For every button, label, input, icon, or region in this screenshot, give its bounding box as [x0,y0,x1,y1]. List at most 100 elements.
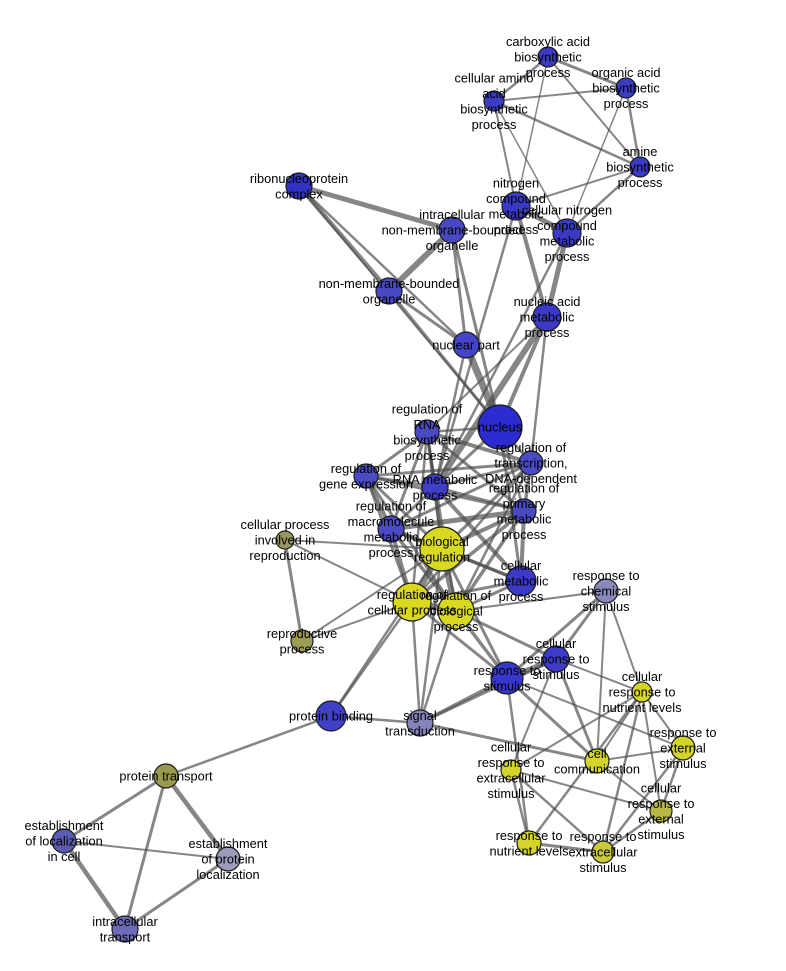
edge-intracellular-organelle-nucleus [450,228,502,429]
edge-nmb-organelle-nucleus [387,289,502,429]
node-reproductive-process[interactable] [290,629,314,653]
edge-carboxylic-nitrogen-compound [515,56,549,207]
edge-resp-chemical-cellular-resp-nutrient [605,590,643,693]
node-intracellular-organelle[interactable] [438,216,466,244]
node-cellular-nitrogen[interactable] [552,218,582,248]
node-amino-acid[interactable] [483,90,505,112]
edge-resp-stimulus-resp-nutrient-levels [505,676,531,845]
node-cellular-resp-extracellular[interactable] [500,759,522,781]
edge-signal-transduction-cell-communication [418,721,599,763]
node-biological-regulation[interactable] [419,526,465,572]
edge-cellular-resp-stimulus-cellular-resp-extracellular [510,658,557,771]
edge-biological-regulation-resp-stimulus [440,547,509,680]
node-amine[interactable] [629,156,651,178]
edge-nitrogen-compound-nucleic-acid [514,204,549,319]
edge-cellular-resp-nutrient-resp-nutrient-levels [527,690,644,845]
node-resp-stimulus[interactable] [490,661,524,695]
node-cellular-resp-nutrient[interactable] [631,681,653,703]
edge-resp-external-resp-extracellular [601,746,685,854]
edge-reg-primary-metabolic-reg-macromolecule [388,508,527,532]
node-organic-acid[interactable] [615,77,637,99]
label-protein-transport: protein transport [119,769,213,784]
node-nuclear-part[interactable] [452,331,480,359]
node-est-protein-localization[interactable] [215,846,241,872]
node-cell-communication[interactable] [584,748,610,774]
edge-organic-acid-cellular-nitrogen [566,87,627,234]
edge-amine-nitrogen-compound [515,166,641,207]
edge-resp-chemical-cellular-resp-stimulus [554,589,608,661]
node-nitrogen-compound[interactable] [501,191,531,221]
node-carboxylic[interactable] [537,46,559,68]
node-resp-chemical[interactable] [593,578,619,604]
node-reg-macromolecule[interactable] [377,515,405,543]
node-resp-extracellular[interactable] [591,840,615,864]
edge-protein-transport-intracellular-transport [123,774,168,931]
edge-resp-stimulus-resp-external [506,677,684,749]
edge-signal-transduction-reg-cellular-process [410,600,422,725]
node-reg-primary-metabolic[interactable] [511,498,537,524]
node-est-localization-in-cell[interactable] [51,828,77,854]
node-cellular-metabolic[interactable] [505,565,537,597]
edge-reg-cellular-process-resp-stimulus [410,600,509,680]
node-reg-transcription[interactable] [518,450,544,476]
node-protein-binding[interactable] [315,700,347,732]
node-reg-rna-biosynthetic[interactable] [414,419,440,445]
node-ribonucleoprotein[interactable] [285,172,313,200]
node-intracellular-transport[interactable] [111,915,139,943]
edge-intracellular-organelle-nuclear-part [450,228,468,347]
node-resp-nutrient-levels[interactable] [516,830,542,856]
node-cellular-resp-external[interactable] [649,799,673,823]
edge-reg-transcription-reg-gene-expression [364,461,533,478]
edge-nmb-organelle-nuclear-part [387,289,468,347]
node-reg-cellular-process[interactable] [392,582,432,622]
node-resp-external[interactable] [670,735,696,761]
edge-reproductive-process-biological-regulation [301,548,443,642]
edge-cellular-resp-nutrient-resp-extracellular [601,690,644,854]
node-reg-biological-process[interactable] [437,592,475,630]
node-nucleus[interactable] [477,404,523,450]
node-reg-gene-expression[interactable] [353,463,379,489]
edge-ribonucleoprotein-intracellular-organelle [296,183,455,233]
edge-cellular-resp-stimulus-cellular-resp-nutrient [555,658,643,693]
edge-cellular-resp-extracellular-resp-extracellular [509,768,605,854]
node-cellular-resp-stimulus[interactable] [542,645,570,673]
edge-organic-acid-amino-acid [493,87,627,102]
node-rna-metabolic[interactable] [421,473,449,501]
edge-signal-transduction-reg-biological-process [418,609,458,725]
node-nmb-organelle[interactable] [375,277,403,305]
edge-resp-stimulus-cell-communication [505,676,599,763]
edge-repro-cellular-process-reproductive-process [283,538,304,643]
edges-layer [61,55,685,932]
node-repro-cellular-process[interactable] [275,530,295,550]
edge-reg-primary-metabolic-reg-biological-process [454,509,526,613]
edge-cellular-resp-external-resp-extracellular [601,809,663,854]
edge-reg-rna-biosynthetic-reg-macromolecule [389,430,429,531]
edge-cell-communication-cellular-resp-external [596,760,662,812]
edge-carboxylic-amino-acid [492,55,550,103]
node-protein-transport[interactable] [153,763,179,789]
node-signal-transduction[interactable] [406,709,434,737]
node-nucleic-acid[interactable] [532,302,562,332]
